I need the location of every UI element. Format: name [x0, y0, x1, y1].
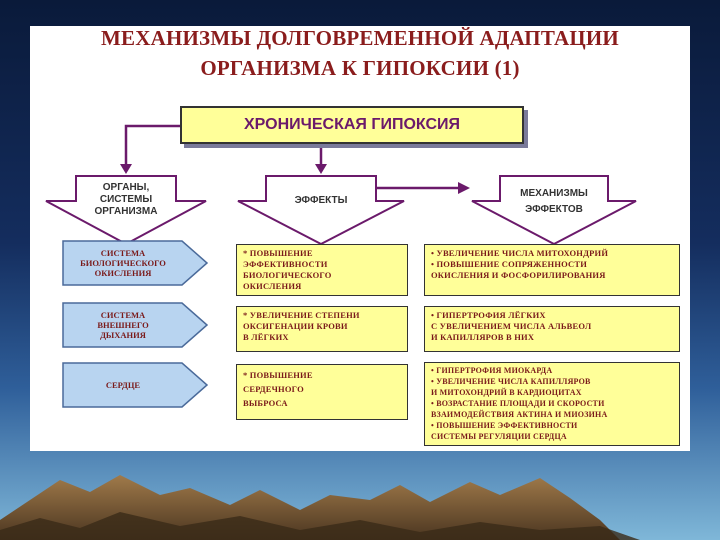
effect-box-2: * УВЕЛИЧЕНИЕ СТЕПЕНИ ОКСИГЕНАЦИИ КРОВИ В… [236, 306, 408, 352]
connector-to-organs-head [120, 164, 132, 174]
header-arrow-mechanisms [471, 175, 637, 246]
slide-title-line1: МЕХАНИЗМЫ ДОЛГОВРЕМЕННОЙ АДАПТАЦИИ [101, 26, 619, 50]
system-box-external-respiration: СИСТЕМА ВНЕШНЕГО ДЫХАНИЯ [62, 302, 208, 348]
connector-to-effects-head [315, 164, 327, 174]
effect-box-3: * ПОВЫШЕНИЕ СЕРДЕЧНОГО ВЫБРОСА [236, 364, 408, 420]
mechanism-box-3: • ГИПЕРТРОФИЯ МИОКАРДА • УВЕЛИЧЕНИЕ ЧИСЛ… [424, 362, 680, 446]
system-label: СИСТЕМА БИОЛОГИЧЕСКОГО ОКИСЛЕНИЯ [80, 248, 166, 278]
mechanism-box-1: • УВЕЛИЧЕНИЕ ЧИСЛА МИТОХОНДРИЙ • ПОВЫШЕН… [424, 244, 680, 296]
connector-effects-to-mechanisms-head [458, 182, 470, 194]
header-arrow-organs [45, 175, 207, 246]
effect-text: * ПОВЫШЕНИЕ СЕРДЕЧНОГО ВЫБРОСА [243, 370, 313, 408]
chronic-hypoxia-box: ХРОНИЧЕСКАЯ ГИПОКСИЯ [180, 106, 524, 144]
header-effects: ЭФФЕКТЫ [294, 195, 348, 206]
connector-to-organs [124, 124, 180, 166]
system-label: СИСТЕМА ВНЕШНЕГО ДЫХАНИЯ [97, 310, 149, 340]
mechanism-text: • ГИПЕРТРОФИЯ ЛЁГКИХ С УВЕЛИЧЕНИЕМ ЧИСЛА… [431, 310, 592, 342]
header-organs: ОРГАНЫ, СИСТЕМЫ ОРГАНИЗМА [94, 182, 158, 217]
effect-text: * ПОВЫШЕНИЕ ЭФФЕКТИВНОСТИ БИОЛОГИЧЕСКОГО… [243, 248, 332, 291]
header-arrow-effects [237, 175, 405, 246]
effect-text: * УВЕЛИЧЕНИЕ СТЕПЕНИ ОКСИГЕНАЦИИ КРОВИ В… [243, 310, 360, 342]
system-box-heart: СЕРДЦЕ [62, 362, 208, 408]
mechanism-text: • ГИПЕРТРОФИЯ МИОКАРДА • УВЕЛИЧЕНИЕ ЧИСЛ… [431, 366, 608, 441]
mountain-foreground [0, 512, 640, 540]
mechanism-text: • УВЕЛИЧЕНИЕ ЧИСЛА МИТОХОНДРИЙ • ПОВЫШЕН… [431, 248, 609, 280]
system-label: СЕРДЦЕ [105, 380, 141, 390]
mountain-landscape [0, 475, 640, 540]
header-mechanisms: МЕХАНИЗМЫ ЭФФЕКТОВ [520, 188, 588, 215]
effect-box-1: * ПОВЫШЕНИЕ ЭФФЕКТИВНОСТИ БИОЛОГИЧЕСКОГО… [236, 244, 408, 296]
system-box-bio-oxidation: СИСТЕМА БИОЛОГИЧЕСКОГО ОКИСЛЕНИЯ [62, 240, 208, 286]
mechanism-box-2: • ГИПЕРТРОФИЯ ЛЁГКИХ С УВЕЛИЧЕНИЕМ ЧИСЛА… [424, 306, 680, 352]
connector-arrows [45, 124, 637, 246]
slide-title-line2: ОРГАНИЗМА К ГИПОКСИИ (1) [200, 56, 520, 80]
slide-panel: МЕХАНИЗМЫ ДОЛГОВРЕМЕННОЙ АДАПТАЦИИ ОРГАН… [30, 26, 690, 451]
